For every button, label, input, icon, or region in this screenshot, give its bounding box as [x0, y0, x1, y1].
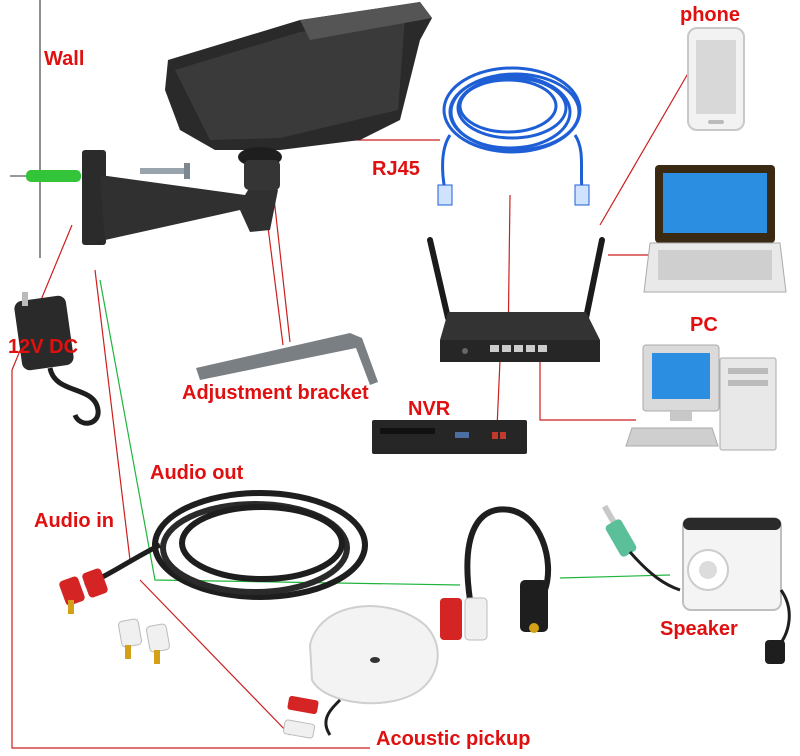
camera-to-mic-wire [139, 579, 291, 736]
label-adjustment-bracket: Adjustment bracket [182, 382, 369, 404]
label-audio-out: Audio out [150, 462, 244, 484]
y-adapter-icon [440, 506, 552, 641]
audio-out-wire [99, 279, 461, 586]
ethernet-cable-icon [437, 66, 590, 206]
audio-in-wire [94, 269, 131, 561]
screw-icon [140, 163, 190, 179]
hex-key-icon [196, 333, 378, 385]
label-wall: Wall [44, 48, 85, 70]
jack-plug-icon [601, 504, 681, 592]
router-to-nvr-wire [496, 359, 501, 429]
wall-bracket-icon [82, 150, 280, 245]
router-icon [427, 237, 605, 362]
bracket-pointer-2 [271, 179, 291, 343]
wires [11, 0, 691, 749]
rca-cable-icon [59, 490, 368, 664]
power-adapter-icon [14, 292, 101, 426]
laptop-icon [643, 165, 787, 293]
microphone-icon [282, 605, 439, 739]
label-acoustic-pickup: Acoustic pickup [376, 728, 531, 750]
label-power: 12V DC [8, 336, 79, 358]
label-pc: PC [690, 314, 718, 336]
camera-icon [165, 2, 432, 167]
speaker-icon [682, 517, 791, 664]
phone-icon [687, 27, 745, 131]
router-to-phone-wire [599, 69, 691, 226]
speaker-wire [559, 574, 671, 579]
anchor-icon [10, 170, 81, 182]
label-audio-in: Audio in [34, 510, 114, 532]
label-nvr: NVR [408, 398, 451, 420]
nvr-icon [372, 420, 527, 454]
desktop-pc-icon [625, 344, 777, 451]
label-rj45: RJ45 [372, 158, 420, 180]
label-speaker: Speaker [660, 618, 738, 640]
power-wire [11, 224, 370, 749]
router-to-pc-wire [539, 360, 636, 421]
label-phone: phone [680, 4, 740, 26]
